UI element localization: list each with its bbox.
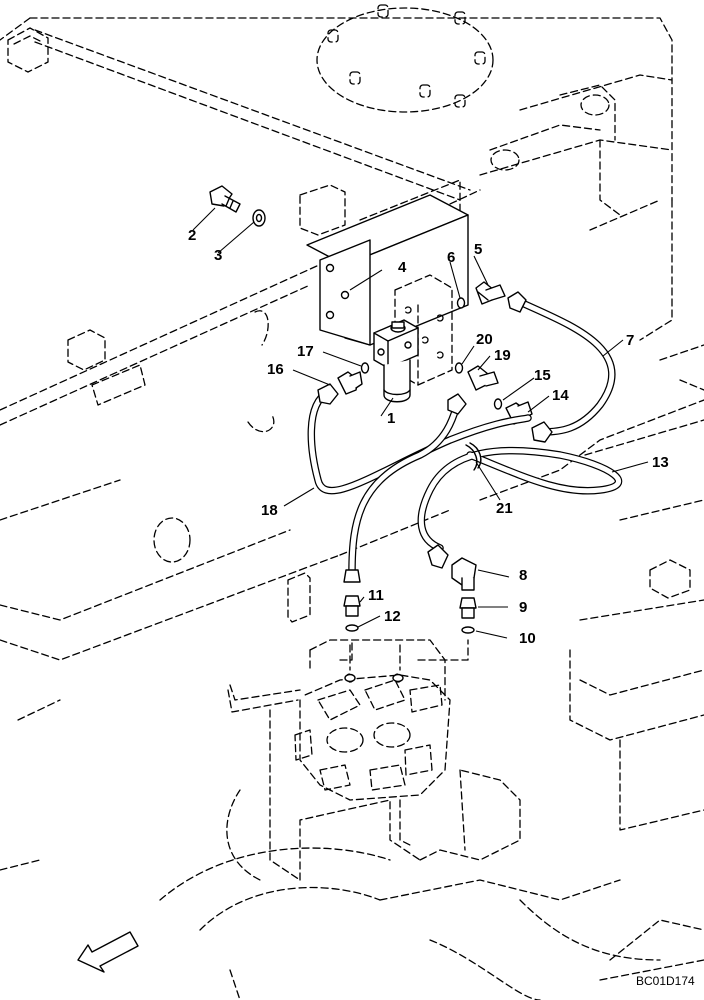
callout-3: 3 xyxy=(214,247,222,264)
callout-labels: 1 2 3 4 5 6 7 8 9 10 11 12 13 14 15 16 1… xyxy=(188,227,669,647)
hose-13 xyxy=(417,446,623,569)
callout-2: 2 xyxy=(188,227,196,244)
hose-7 xyxy=(507,291,616,443)
callout-1: 1 xyxy=(387,410,395,427)
o-ring-6 xyxy=(456,297,466,309)
hose-upper xyxy=(343,393,467,583)
callout-9: 9 xyxy=(519,599,527,616)
callout-5: 5 xyxy=(474,241,482,258)
callout-11: 11 xyxy=(368,587,384,604)
callout-14: 14 xyxy=(552,387,569,404)
drawing-code: BC01D174 xyxy=(636,974,695,988)
o-ring-17 xyxy=(360,362,370,374)
callout-20: 20 xyxy=(476,331,493,348)
o-ring-10 xyxy=(461,626,475,634)
hydraulic-parts xyxy=(209,185,533,683)
callout-4: 4 xyxy=(398,259,407,276)
callout-19: 19 xyxy=(494,347,511,364)
adapter-9 xyxy=(459,597,477,619)
callout-10: 10 xyxy=(519,630,536,647)
elbow-fitting-19 xyxy=(467,365,499,391)
mounting-bracket-part xyxy=(306,194,469,346)
bolt-part xyxy=(209,185,241,213)
callout-15: 15 xyxy=(534,367,551,384)
background-structure xyxy=(0,4,704,1000)
o-ring-20 xyxy=(454,362,464,374)
adapter-11 xyxy=(343,595,361,617)
callout-21: 21 xyxy=(496,500,513,517)
o-ring-15 xyxy=(493,398,503,410)
hose-clamp-21 xyxy=(465,444,478,471)
callout-16: 16 xyxy=(267,361,284,378)
callout-8: 8 xyxy=(519,567,527,584)
washer-part xyxy=(252,209,266,227)
callout-6: 6 xyxy=(447,249,455,266)
hoses xyxy=(307,291,623,583)
filter-valve-part xyxy=(373,319,419,403)
hose-18 xyxy=(307,383,532,495)
elbow-fitting-5 xyxy=(475,281,506,305)
leader-lines xyxy=(192,207,649,639)
front-direction-arrow-icon xyxy=(77,931,139,973)
callout-12: 12 xyxy=(384,608,401,625)
o-ring-12 xyxy=(345,624,359,632)
elbow-fitting-8 xyxy=(451,557,477,591)
callout-17: 17 xyxy=(297,343,314,360)
callout-7: 7 xyxy=(626,332,634,349)
adapter-16 xyxy=(337,371,363,395)
callout-13: 13 xyxy=(652,454,669,471)
callout-18: 18 xyxy=(261,502,278,519)
